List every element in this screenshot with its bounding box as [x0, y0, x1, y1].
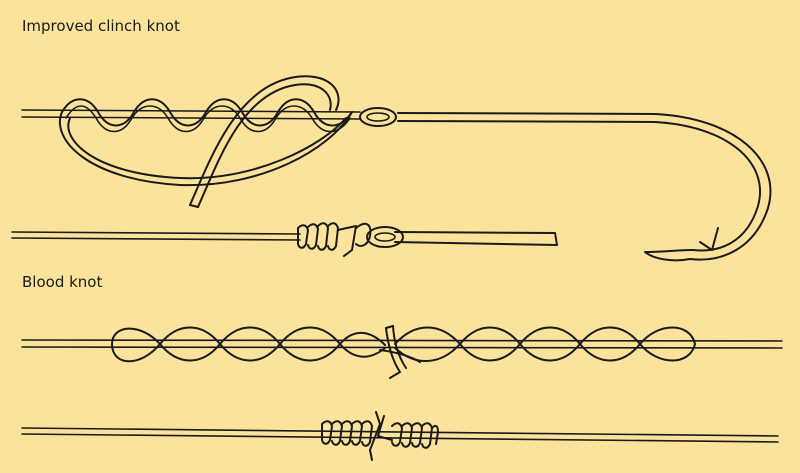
- blood-finished-wraps: [321, 411, 439, 461]
- clinch-finished-illustration: [11, 222, 558, 257]
- blood-twist-right: [394, 326, 696, 362]
- clinch-tying-illustration: [21, 75, 772, 262]
- finished-hook-shank: [394, 231, 558, 246]
- clinch-big-loop: [59, 111, 353, 187]
- hook-point: [644, 227, 719, 262]
- improved-clinch-knot-title: Improved clinch knot: [22, 17, 180, 35]
- blood-straight-lines: [21, 339, 783, 349]
- clinch-twists: [61, 98, 353, 127]
- hook-shank: [397, 112, 772, 261]
- finished-standing-line: [11, 231, 301, 241]
- clinch-tag-end: [189, 75, 340, 208]
- blood-tying-illustration: [21, 325, 783, 379]
- blood-finished-illustration: [21, 411, 779, 461]
- finished-clinch-wraps: [297, 222, 372, 257]
- standing-line: [21, 109, 361, 120]
- hook-eye: [359, 107, 397, 127]
- blood-center-ends: [379, 325, 421, 379]
- blood-twist-left: [111, 326, 386, 362]
- blood-knot-title: Blood knot: [22, 273, 103, 291]
